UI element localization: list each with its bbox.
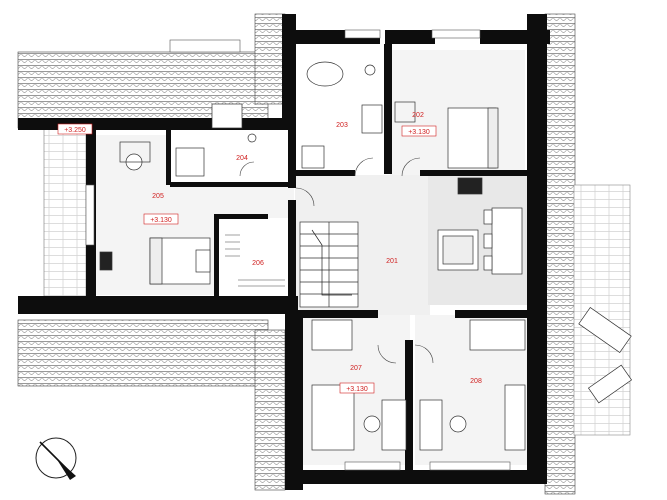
wall-bath-left	[288, 128, 296, 188]
wall-202-bottom	[420, 170, 530, 176]
doors	[239, 157, 434, 364]
stove-living	[457, 177, 483, 195]
level-box-205	[143, 213, 179, 225]
wall-bottom	[285, 470, 545, 484]
wall-206-top	[218, 214, 268, 219]
wall-207-208	[405, 340, 413, 470]
table-living	[491, 207, 523, 275]
wall-203-bottom	[295, 170, 355, 176]
level-room-202: +3.130	[408, 129, 430, 136]
wall-204-left	[166, 130, 171, 185]
level-box-207	[339, 382, 375, 394]
wall-outer-left	[20, 128, 44, 300]
room-number-205: 205	[152, 193, 164, 200]
wall-lower-mid	[285, 310, 303, 490]
roof-areas	[17, 13, 631, 495]
roof-right	[544, 13, 576, 495]
room-number-208: 208	[470, 378, 482, 385]
furniture-204	[175, 103, 257, 177]
window-203	[344, 29, 381, 39]
wall-right-outer	[527, 14, 547, 484]
furniture-205	[99, 141, 211, 285]
level-tags: +3.250 +3.130 +3.130 +3.130	[57, 123, 437, 394]
level-box-roof	[57, 123, 93, 135]
wall-top-right	[385, 30, 435, 44]
furniture-207-208	[311, 319, 526, 451]
furniture-206	[225, 234, 285, 287]
bed-208	[469, 319, 526, 351]
bathtub-203	[306, 61, 344, 87]
window-207	[344, 461, 401, 471]
balcony-left	[43, 127, 87, 299]
room-number-206: 206	[252, 260, 264, 267]
wall-bottom-left	[18, 296, 298, 314]
wall-207-top	[300, 310, 378, 318]
desk-207	[381, 399, 407, 451]
wall-204-bottom	[170, 182, 290, 187]
furniture-living	[437, 177, 523, 275]
room-number-202: 202	[412, 112, 424, 119]
roof-mid-top	[254, 13, 286, 105]
bed-207	[311, 319, 353, 351]
wall-stair-right	[288, 200, 296, 310]
level-box-202	[401, 125, 437, 137]
toilet-203	[364, 64, 376, 76]
sink-203	[361, 104, 383, 134]
window-208	[429, 461, 511, 471]
windows	[85, 29, 511, 471]
wall-202-left	[384, 44, 392, 174]
window-205-left	[85, 184, 95, 246]
furniture-202	[394, 101, 499, 169]
room-number-201: 201	[386, 258, 398, 265]
staircase	[299, 221, 359, 308]
roof-left-bottom	[17, 319, 269, 387]
room-number-204: 204	[236, 155, 248, 162]
room-labels: 201 202 203 204 205 206 207 208	[152, 112, 482, 385]
terrace-loungers	[578, 306, 633, 404]
level-roof-edge: +3.250	[64, 127, 86, 134]
level-room-205: +3.130	[150, 217, 172, 224]
north-arrow-icon	[35, 437, 77, 480]
wall-208-top	[455, 310, 530, 318]
window-202	[431, 29, 481, 39]
room-number-203: 203	[336, 122, 348, 129]
level-room-207: +3.130	[346, 386, 368, 393]
floor-206	[218, 218, 290, 296]
furniture-203	[301, 61, 383, 169]
window-roof-top	[169, 39, 241, 53]
room-number-207: 207	[350, 365, 362, 372]
roof-mid-bottom	[254, 329, 286, 491]
wall-206-left	[214, 214, 219, 296]
nightstand-205	[99, 251, 113, 271]
